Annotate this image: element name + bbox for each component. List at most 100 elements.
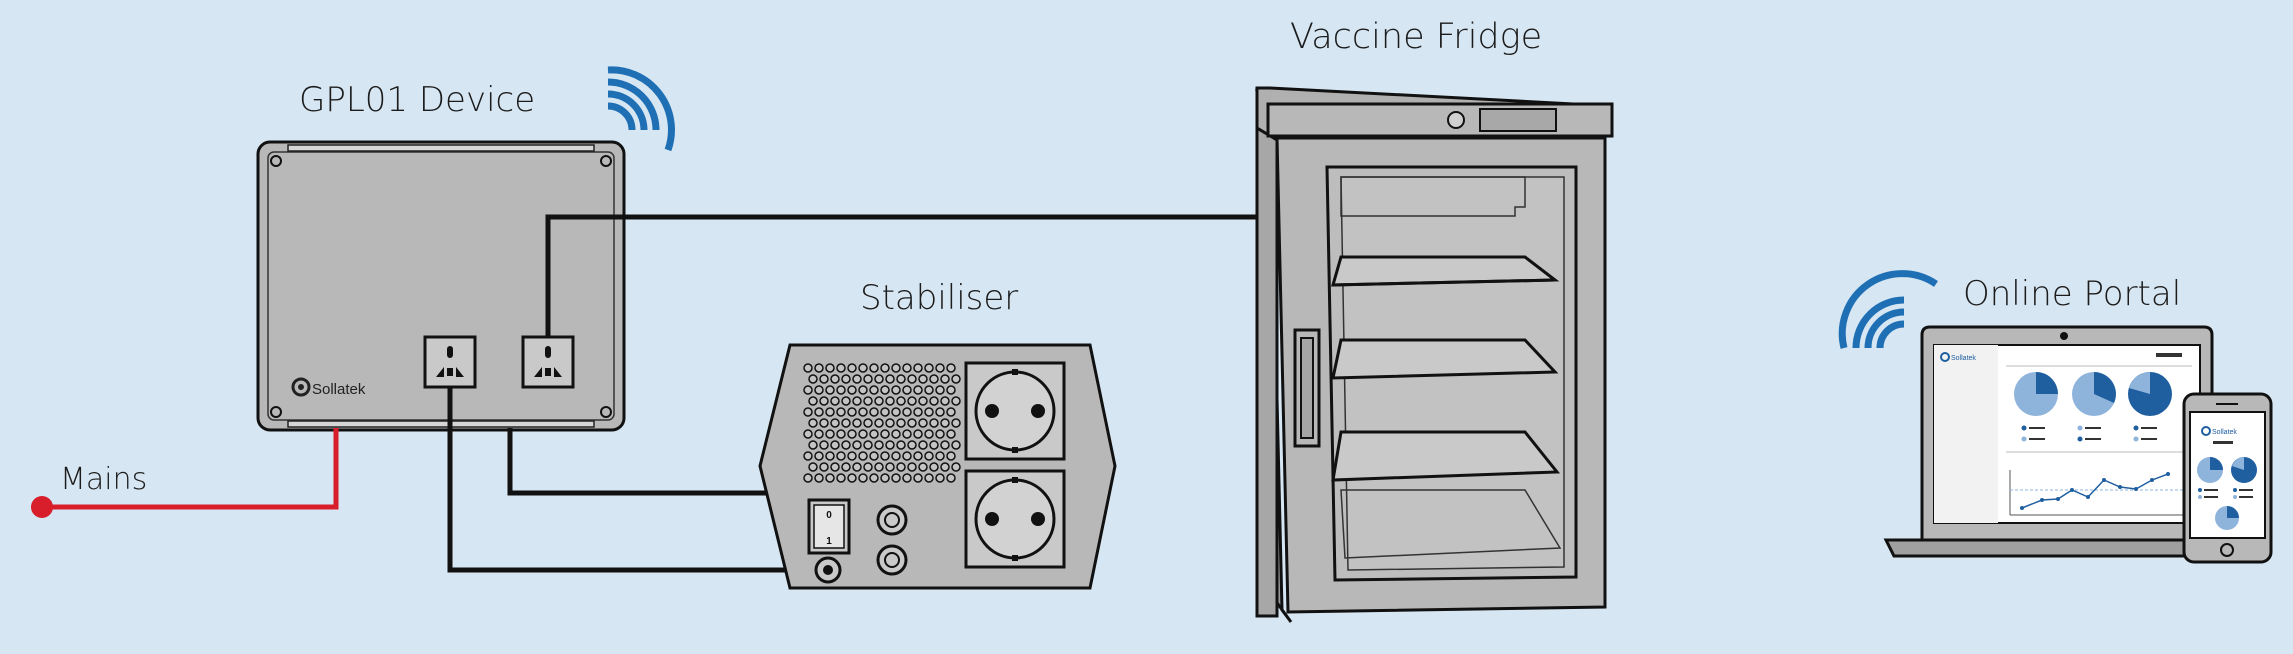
vent-hole: [825, 473, 835, 483]
vent-hole: [814, 385, 824, 395]
vent-hole: [935, 451, 945, 461]
vent-hole: [946, 451, 956, 461]
vent-hole: [803, 385, 813, 395]
vent-hole: [929, 462, 939, 472]
vent-hole: [902, 363, 912, 373]
vent-hole: [918, 462, 928, 472]
vent-hole: [929, 396, 939, 406]
vent-hole: [841, 418, 851, 428]
vent-hole: [891, 407, 901, 417]
phone-logo-text: Sollatek: [2212, 429, 2237, 436]
vent-hole: [946, 429, 956, 439]
vent-hole: [924, 473, 934, 483]
fridge-shelf: [1331, 338, 1559, 380]
vent-hole: [852, 418, 862, 428]
vent-hole: [825, 429, 835, 439]
vent-hole: [874, 418, 884, 428]
laptop-logo-text: Sollatek: [1951, 355, 1976, 362]
vent-hole: [830, 462, 840, 472]
vent-hole: [836, 451, 846, 461]
vent-hole: [869, 473, 879, 483]
vent-hole: [830, 418, 840, 428]
vent-hole: [896, 374, 906, 384]
vent-hole: [869, 451, 879, 461]
stabiliser-input-cable: [447, 387, 828, 573]
vent-hole: [891, 451, 901, 461]
pie-chart: [2014, 372, 2058, 416]
online-portal-label: Online Portal: [1963, 274, 2182, 314]
vent-hole: [858, 363, 868, 373]
vent-hole: [951, 418, 961, 428]
vent-hole: [847, 407, 857, 417]
vent-hole: [803, 451, 813, 461]
vent-hole: [863, 418, 873, 428]
vent-hole: [885, 440, 895, 450]
fridge-bottom-tray: [1340, 489, 1562, 559]
wifi-icon: [1838, 270, 1938, 349]
line-chart: [2009, 470, 2190, 516]
vent-hole: [946, 407, 956, 417]
fuse-holder: [876, 504, 908, 576]
vent-hole: [940, 418, 950, 428]
vent-hole: [913, 473, 923, 483]
vent-hole: [874, 462, 884, 472]
vent-hole: [852, 462, 862, 472]
mains-plug-dot: [31, 496, 53, 518]
vent-hole: [841, 440, 851, 450]
vent-hole: [946, 473, 956, 483]
vent-hole: [836, 473, 846, 483]
power-switch-icon: 0 1: [807, 498, 851, 555]
vent-hole: [814, 407, 824, 417]
vent-hole: [852, 440, 862, 450]
vent-hole: [825, 451, 835, 461]
universal-socket-icon: [521, 335, 575, 389]
vent-hole: [902, 429, 912, 439]
wifi-icon: [607, 66, 675, 152]
vent-hole: [863, 440, 873, 450]
vent-hole: [885, 374, 895, 384]
vent-hole: [852, 396, 862, 406]
vent-hole: [803, 363, 813, 373]
vent-hole: [924, 385, 934, 395]
vent-hole: [924, 407, 934, 417]
vent-hole: [830, 440, 840, 450]
vent-hole: [852, 374, 862, 384]
vent-hole: [951, 374, 961, 384]
vent-hole: [836, 363, 846, 373]
vaccine-fridge: [1255, 86, 1614, 623]
vent-hole: [803, 473, 813, 483]
vent-hole: [830, 396, 840, 406]
vent-hole: [847, 363, 857, 373]
vent-hole: [918, 374, 928, 384]
vent-hole: [918, 418, 928, 428]
vent-hole: [913, 429, 923, 439]
vent-hole: [808, 396, 818, 406]
vent-hole: [924, 363, 934, 373]
vent-hole: [858, 385, 868, 395]
vent-hole: [858, 407, 868, 417]
vent-hole: [885, 396, 895, 406]
vent-hole: [924, 451, 934, 461]
fridge-shelf: [1330, 255, 1560, 287]
vent-hole: [929, 418, 939, 428]
vent-hole: [902, 473, 912, 483]
vent-hole: [803, 407, 813, 417]
vent-hole: [902, 407, 912, 417]
vent-hole: [874, 374, 884, 384]
vent-hole: [951, 440, 961, 450]
portal-screen: Sollatek: [1934, 345, 2192, 523]
fridge-door-handle: [1293, 328, 1321, 448]
vent-hole: [940, 396, 950, 406]
vaccine-fridge-label: Vaccine Fridge: [1290, 17, 1543, 57]
vent-hole: [836, 429, 846, 439]
pie-legend: [2021, 425, 2157, 442]
vent-hole: [929, 440, 939, 450]
vent-grid: [803, 363, 961, 483]
vent-hole: [896, 440, 906, 450]
vent-hole: [929, 374, 939, 384]
vent-hole: [858, 473, 868, 483]
vent-hole: [808, 418, 818, 428]
vent-hole: [935, 429, 945, 439]
